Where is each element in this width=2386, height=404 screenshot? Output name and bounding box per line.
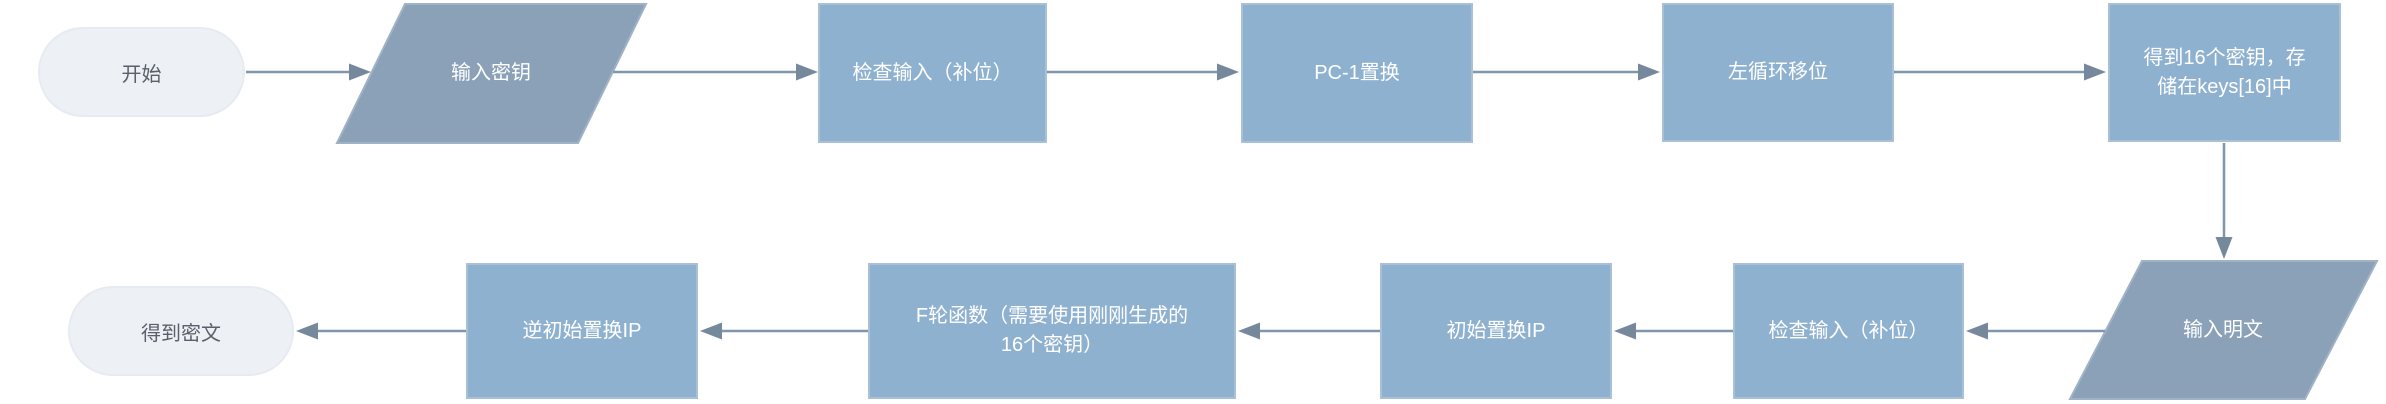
connector-start-to-input-key — [246, 63, 371, 81]
connector-fround-to-inverse-ip — [700, 322, 868, 340]
node-check-input-plaintext-label: 检查输入（补位） — [1768, 319, 1929, 342]
node-input-key-label: 输入密钥 — [451, 61, 531, 84]
arrowhead-right-icon — [1638, 63, 1660, 81]
node-input-key: 输入密钥 — [381, 43, 601, 103]
node-input-plaintext-label: 输入明文 — [2183, 318, 2263, 341]
node-pc1-permutation-label: PC-1置换 — [1314, 61, 1400, 84]
node-left-circular-shift: 左循环移位 — [1662, 3, 1894, 142]
node-store-16-keys-label: 得到16个密钥，存储在keys[16]中 — [2143, 46, 2306, 98]
arrowhead-right-icon — [2084, 63, 2106, 81]
arrowhead-right-icon — [349, 63, 371, 81]
node-check-input-key-label: 检查输入（补位） — [852, 61, 1013, 84]
connector-initial-permutation-to-fround — [1238, 322, 1380, 340]
connector-input-plaintext-to-check — [1966, 322, 2105, 340]
arrowhead-left-icon — [1966, 322, 1988, 340]
connector-input-key-to-check — [613, 63, 818, 81]
arrowhead-left-icon — [1238, 322, 1260, 340]
node-f-round-function: F轮函数（需要使用刚刚生成的16个密钥） — [868, 263, 1236, 399]
node-f-round-function-label: F轮函数（需要使用刚刚生成的16个密钥） — [915, 305, 1189, 356]
node-left-circular-shift-label: 左循环移位 — [1728, 61, 1828, 83]
arrowhead-down-icon — [2215, 237, 2233, 259]
connector-leftshift-to-keys — [1894, 63, 2106, 81]
arrowhead-left-icon — [700, 322, 722, 340]
node-inverse-initial-permutation-label: 逆初始置换IP — [522, 319, 642, 342]
node-initial-permutation-ip: 初始置换IP — [1380, 263, 1612, 399]
connector-keys-to-input-plaintext — [2215, 143, 2233, 259]
arrowhead-left-icon — [296, 322, 318, 340]
connector-check-to-pc1 — [1047, 63, 1239, 81]
connector-pc1-to-leftshift — [1473, 63, 1660, 81]
node-inverse-initial-permutation: 逆初始置换IP — [466, 263, 698, 399]
io-shape-input-key — [335, 3, 648, 144]
arrowhead-left-icon — [1614, 322, 1636, 340]
connector-inverse-ip-to-ciphertext — [296, 322, 466, 340]
node-input-plaintext: 输入明文 — [2113, 300, 2333, 360]
node-start-label: 开始 — [121, 63, 162, 86]
io-shape-input-plaintext — [2068, 260, 2379, 400]
arrowhead-right-icon — [1217, 63, 1239, 81]
node-start: 开始 — [38, 27, 245, 117]
node-get-ciphertext: 得到密文 — [68, 286, 294, 376]
node-pc1-permutation: PC-1置换 — [1241, 3, 1473, 143]
node-get-ciphertext-label: 得到密文 — [141, 322, 221, 345]
connector-check-to-initial-permutation — [1614, 322, 1733, 340]
arrowhead-right-icon — [796, 63, 818, 81]
node-check-input-key: 检查输入（补位） — [818, 3, 1047, 143]
node-store-16-keys: 得到16个密钥，存储在keys[16]中 — [2108, 3, 2341, 142]
node-check-input-plaintext: 检查输入（补位） — [1733, 263, 1964, 399]
node-initial-permutation-ip-label: 初始置换IP — [1446, 319, 1546, 342]
